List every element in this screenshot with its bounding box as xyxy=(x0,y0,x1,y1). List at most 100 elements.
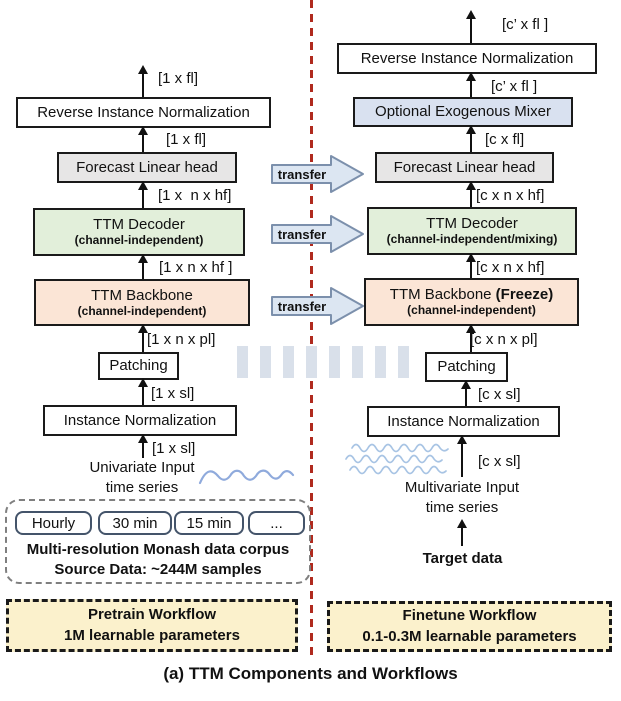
dim-label: [1 x fl] xyxy=(158,70,199,87)
pretrain-ttm-decoder-box: TTM Decoder (channel-independent) xyxy=(33,208,245,256)
arrow-up-icon xyxy=(457,519,467,546)
arrow-up-icon xyxy=(466,253,476,278)
pretrain-workflow-box: Pretrain Workflow 1M learnable parameter… xyxy=(6,599,298,652)
corpus-title: Multi-resolution Monash data corpus xyxy=(26,541,290,558)
input-label-line2: time series xyxy=(425,499,499,517)
arrow-up-icon xyxy=(466,324,476,352)
dim-label: [1 x sl] xyxy=(152,440,196,457)
transfer-arrow-decoder: transfer xyxy=(271,214,365,254)
input-label-line1: Multivariate Input xyxy=(404,479,520,496)
transfer-arrow-backbone: transfer xyxy=(271,286,365,326)
chip-label: 15 min xyxy=(186,514,232,532)
workflow-params: 0.1-0.3M learnable parameters xyxy=(362,627,577,645)
arrow-up-icon xyxy=(461,380,471,406)
pretrain-instance-normalization-box: Instance Normalization xyxy=(43,405,237,436)
dim-label: [1 x n x pl] xyxy=(147,331,216,348)
box-sublabel: (channel-independent) xyxy=(77,303,207,318)
figure-caption: (a) TTM Components and Workflows xyxy=(163,664,458,683)
corpus-source: Source Data: ~244M samples xyxy=(54,561,262,578)
arrow-up-icon xyxy=(457,435,467,477)
dim-label: [c’ x fl ] xyxy=(502,16,549,33)
box-label: Reverse Instance Normalization xyxy=(360,49,574,67)
arrow-up-icon xyxy=(138,126,148,152)
finetune-workflow-box: Finetune Workflow 0.1-0.3M learnable par… xyxy=(327,601,612,652)
univariate-wave-icon xyxy=(198,469,295,485)
dim-label: [1 x n x hf ] xyxy=(159,259,233,276)
box-label: Instance Normalization xyxy=(63,411,217,429)
box-label: Patching xyxy=(109,357,168,375)
multivariate-waves-icon xyxy=(345,443,449,475)
box-label: Patching xyxy=(437,358,496,376)
arrow-up-icon xyxy=(466,125,476,152)
arrow-up-icon xyxy=(138,324,148,352)
transfer-label: transfer xyxy=(277,166,327,182)
finetune-forecast-linear-head-box: Forecast Linear head xyxy=(375,152,554,183)
box-label: TTM Decoder xyxy=(426,215,518,233)
box-label: TTM Backbone xyxy=(91,286,193,304)
arrow-up-icon xyxy=(466,72,476,97)
univariate-input-label: Univariate Input time series xyxy=(62,458,222,499)
workflow-params: 1M learnable parameters xyxy=(64,626,240,644)
arrow-up-icon xyxy=(466,181,476,207)
input-label-line2: time series xyxy=(105,479,179,497)
pretrain-patching-box: Patching xyxy=(98,352,179,380)
pretrain-forecast-linear-head-box: Forecast Linear head xyxy=(57,152,237,183)
box-sublabel: (channel-independent/mixing) xyxy=(386,232,558,247)
workflow-title: Pretrain Workflow xyxy=(87,606,217,624)
backbone-freeze-label: (Freeze) xyxy=(495,286,554,304)
resolution-chip-15min: 15 min xyxy=(174,511,244,535)
optional-exogenous-mixer-box: Optional Exogenous Mixer xyxy=(353,97,573,127)
transfer-label: transfer xyxy=(277,226,327,242)
dim-label: [1 x sl] xyxy=(151,385,195,402)
pretrain-ttm-backbone-box: TTM Backbone (channel-independent) xyxy=(34,279,250,326)
finetune-patching-box: Patching xyxy=(425,352,508,382)
dim-label: [c x sl] xyxy=(478,386,521,403)
dim-label: [c x n x hf] xyxy=(476,187,545,204)
box-label: Forecast Linear head xyxy=(76,158,218,176)
arrow-up-icon xyxy=(138,181,148,208)
finetune-instance-normalization-box: Instance Normalization xyxy=(367,406,560,437)
arrow-up-icon xyxy=(138,378,148,405)
chip-label: Hourly xyxy=(31,514,76,532)
transfer-arrow-head: transfer xyxy=(271,154,365,194)
transfer-label: transfer xyxy=(277,298,327,314)
box-label: Forecast Linear head xyxy=(393,158,536,176)
dim-label: [c x sl] xyxy=(478,453,521,470)
box-sublabel: (channel-independent) xyxy=(74,233,204,248)
arrow-up-icon xyxy=(138,65,148,97)
arrow-up-icon xyxy=(138,254,148,279)
finetune-reverse-instance-normalization-box: Reverse Instance Normalization xyxy=(337,43,597,74)
box-label: Instance Normalization xyxy=(387,412,540,430)
box-label: TTM Backbone (Freeze) xyxy=(390,287,553,303)
dim-label: [c x n x hf] xyxy=(476,259,545,276)
block-arrow-icon xyxy=(271,155,364,193)
box-sublabel: (channel-independent) xyxy=(407,303,536,318)
chip-label: ... xyxy=(270,514,283,532)
finetune-ttm-backbone-box: TTM Backbone (Freeze) (channel-independe… xyxy=(364,278,579,326)
target-data-label: Target data xyxy=(422,550,503,567)
input-label-line1: Univariate Input xyxy=(89,459,195,476)
resolution-chip-30min: 30 min xyxy=(98,511,172,535)
arrow-up-icon xyxy=(138,434,148,458)
box-label: Reverse Instance Normalization xyxy=(37,103,250,121)
workflow-title: Finetune Workflow xyxy=(402,607,537,625)
block-arrow-icon xyxy=(271,287,364,325)
dim-label: [1 x n x hf] xyxy=(158,187,232,204)
dim-label: [c’ x fl ] xyxy=(491,78,538,95)
dim-label: [1 x fl] xyxy=(166,131,207,148)
red-dashed-divider xyxy=(310,381,313,658)
arrow-up-icon xyxy=(466,10,476,43)
box-label: Optional Exogenous Mixer xyxy=(375,103,551,121)
box-label: TTM Decoder xyxy=(93,216,185,234)
resolution-chip-hourly: Hourly xyxy=(15,511,92,535)
pretrain-reverse-instance-normalization-box: Reverse Instance Normalization xyxy=(16,97,271,128)
dim-label: [c x n x pl] xyxy=(470,331,538,348)
multivariate-input-label: Multivariate Input time series xyxy=(382,478,542,519)
resolution-chip-more: ... xyxy=(248,511,305,535)
dim-label: [c x fl] xyxy=(485,131,525,148)
block-arrow-icon xyxy=(271,215,364,253)
chip-label: 30 min xyxy=(112,514,158,532)
monash-corpus-box: Hourly 30 min 15 min ... Multi-resolutio… xyxy=(5,499,311,584)
backbone-title: TTM Backbone xyxy=(389,286,496,304)
